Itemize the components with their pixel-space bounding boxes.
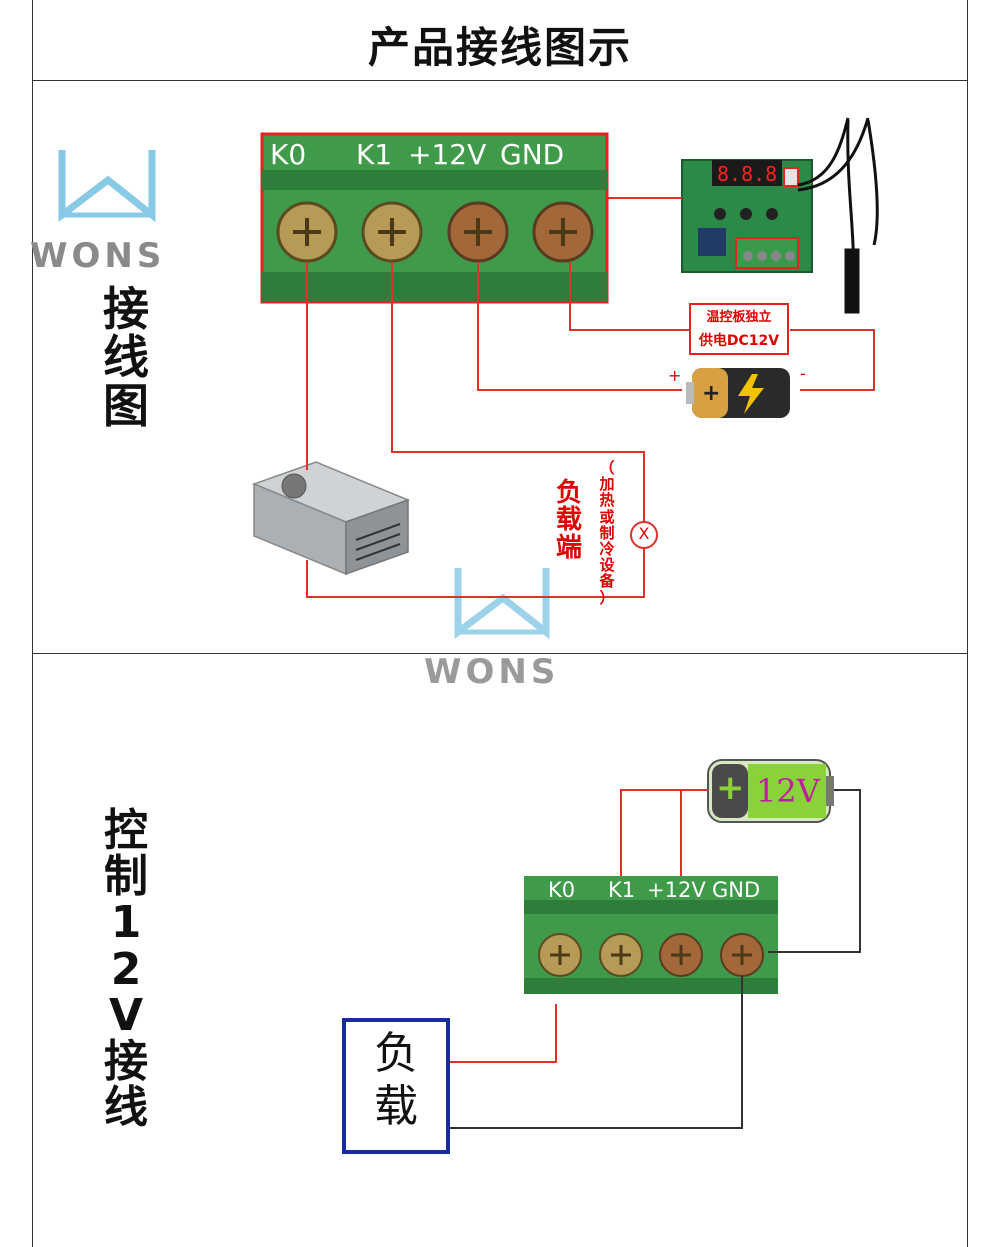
load-terminal-label: 负 载 端 bbox=[555, 478, 582, 563]
terminal-label-12v: +12V bbox=[647, 878, 706, 902]
section2-label-char: 制 bbox=[104, 851, 148, 903]
section2-label-char: 控 bbox=[104, 805, 148, 856]
section2-label-char: 线 bbox=[104, 1082, 148, 1134]
title-divider bbox=[32, 80, 968, 81]
section1-label-char: 接 bbox=[103, 282, 149, 336]
supply-note-line1: 温控板独立 bbox=[706, 310, 772, 325]
watermark-text: WONS bbox=[30, 236, 166, 276]
battery-voltage-label: 12V bbox=[756, 772, 820, 810]
battery-minus-label: - bbox=[800, 364, 806, 383]
load-symbol: X bbox=[638, 524, 650, 543]
load-box-label: 负 载 bbox=[374, 1028, 418, 1132]
terminal-label-k0: K0 bbox=[548, 878, 576, 902]
battery-12v-icon bbox=[707, 759, 834, 823]
supply-note-line2: 供电DC12V bbox=[698, 333, 780, 349]
svg-text:+: + bbox=[702, 381, 720, 406]
section-divider bbox=[32, 653, 968, 654]
thermostat-board: 8.8.8 bbox=[681, 159, 813, 273]
terminal-label-gnd: GND bbox=[500, 138, 565, 171]
load-note: （ 加 热 或 制 冷 设 备 ） bbox=[599, 459, 615, 607]
battery-plus-label: + bbox=[716, 768, 745, 808]
power-supply-unit bbox=[251, 461, 411, 576]
load-box bbox=[342, 1018, 450, 1154]
section2-label: 控 制 1 2 V 接 线 bbox=[96, 805, 156, 1134]
load-symbol-circle bbox=[630, 521, 658, 549]
supply-note-box bbox=[689, 303, 789, 355]
section2-label-char: 2 bbox=[110, 943, 142, 995]
page-frame bbox=[32, 0, 968, 1247]
battery-plus-label: + bbox=[668, 366, 682, 385]
terminal-block-small bbox=[524, 876, 778, 994]
battery-icon: + bbox=[686, 368, 790, 418]
page-title: 产品接线图示 bbox=[367, 23, 632, 72]
section2-label-char: 接 bbox=[104, 1035, 148, 1087]
wires-section2 bbox=[450, 789, 861, 1129]
section1-label-char: 图 bbox=[103, 378, 149, 433]
wires-section1 bbox=[306, 197, 875, 598]
terminal-label-12v: +12V bbox=[408, 138, 487, 171]
terminal-label-k1: K1 bbox=[356, 138, 393, 171]
board-display-digits: 8.8.8 bbox=[717, 162, 777, 186]
section2-label-char: 1 bbox=[110, 897, 142, 949]
watermark-text: WONS bbox=[424, 652, 560, 692]
watermark-logo-icon bbox=[58, 150, 156, 223]
watermark-logo-icon bbox=[454, 568, 550, 640]
terminal-label-k0: K0 bbox=[270, 138, 307, 171]
section2-label-char: V bbox=[108, 989, 144, 1041]
terminal-block bbox=[260, 132, 609, 304]
section1-label-char: 线 bbox=[103, 330, 149, 385]
section1-label: 接 线 图 bbox=[96, 285, 156, 430]
temperature-probe bbox=[797, 117, 879, 314]
terminal-label-gnd: GND bbox=[712, 878, 761, 902]
terminal-label-k1: K1 bbox=[608, 878, 636, 902]
